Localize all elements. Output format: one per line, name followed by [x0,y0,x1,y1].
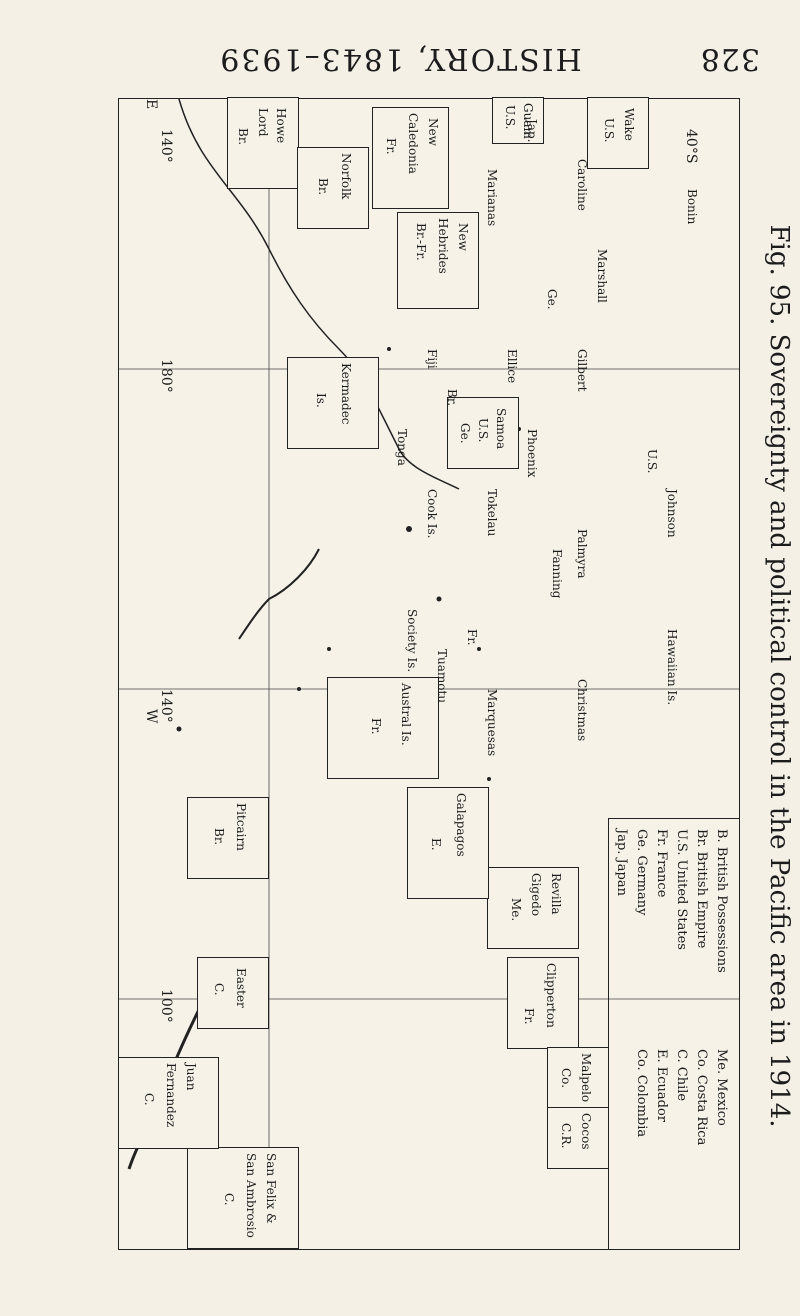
place-label: Ellice [505,349,519,384]
legend-entry: Co. Colombia [634,1049,649,1138]
box-malpelo: Malpelo Co. [547,1047,609,1109]
place-label: Ge. [545,289,559,310]
place-label: Fiji [425,349,439,369]
box-easter: Easter C. [197,957,269,1029]
box-clipperton: Clipperton Fr. [507,957,579,1049]
page-header: 328 HISTORY, 1843–1939 [40,36,760,76]
box-revilla: Revilla Gigedo Me. [487,867,579,949]
latitude-label: 40°S [683,129,699,164]
running-head: HISTORY, 1843–1939 [218,41,582,76]
legend-entry: Fr. France [654,829,669,898]
place-label: Jap. [525,119,539,143]
map-legend: B. British Possessions Br. British Empir… [608,818,739,1249]
box-austral: Austral Is. Fr. [327,677,439,779]
place-label: Tonga [395,429,409,466]
longitude-label: 140° [158,689,174,723]
place-label: Marianas [485,169,499,227]
legend-entry: U.S. United States [674,829,689,950]
hemisphere-mark: E [143,99,159,110]
legend-entry: Co. Costa Rica [694,1049,709,1146]
place-label: Br. [445,389,459,407]
place-label: Johnson [665,489,679,538]
legend-entry: Ge. Germany [634,829,649,916]
place-label: Caroline [575,159,589,211]
longitude-label: 140° [158,129,174,163]
place-label: Cook Is. [425,489,439,539]
legend-entry: Jap. Japan [614,829,629,896]
place-label: U.S. [645,449,659,474]
box-san-felix: San Felix & San Ambrosio C. [187,1147,299,1249]
box-howe: Howe Lord Br. [227,97,299,189]
place-label: Christmas [575,679,589,742]
place-label: Gilbert [575,349,589,392]
box-cocos: Cocos C.R. [547,1107,609,1169]
legend-entry: C. Chile [674,1049,689,1102]
box-norfolk: Norfolk Br. [297,147,369,229]
place-label: Bonin [685,189,699,225]
box-samoa: Samoa U.S. Ge. [447,397,519,469]
legend-entry: E. Ecuador [654,1049,669,1123]
longitude-label: 100° [158,989,174,1023]
place-label: Fanning [550,549,564,599]
box-kermadec: Kermadec Is. [287,357,379,449]
place-label: Society Is. [405,609,419,673]
place-label: Tuamotu [435,649,449,704]
legend-entry: Me. Mexico [714,1049,729,1126]
place-label: Fr. [465,629,479,646]
place-label: Hawaiian Is. [665,629,679,706]
box-pitcairn: Pitcairn Br. [187,797,269,879]
figure-caption: Fig. 95. Sovereignty and political contr… [764,224,794,1128]
place-label: Marquesas [485,689,499,757]
longitude-label: 180° [158,359,174,393]
box-wake: Wake U.S. [587,97,649,169]
box-new-hebrides: New Hebrides Br.-Fr. [397,212,479,309]
legend-entry: B. British Possessions [714,829,729,973]
place-label: Marshall [595,249,609,303]
place-label: Tokelau [485,489,499,537]
box-new-caledonia: New Caledonia Fr. [372,107,449,209]
legend-entry: Br. British Empire [694,829,709,949]
hemisphere-mark: W [143,709,159,724]
box-galapagos: Galapagos E. [407,787,489,899]
pacific-map: B. British Possessions Br. British Empir… [118,97,740,1250]
place-label: Palmyra [575,529,589,579]
box-juan-fernandez: Juan Fernandez C. [118,1057,219,1149]
place-label: Phoenix [525,429,539,478]
